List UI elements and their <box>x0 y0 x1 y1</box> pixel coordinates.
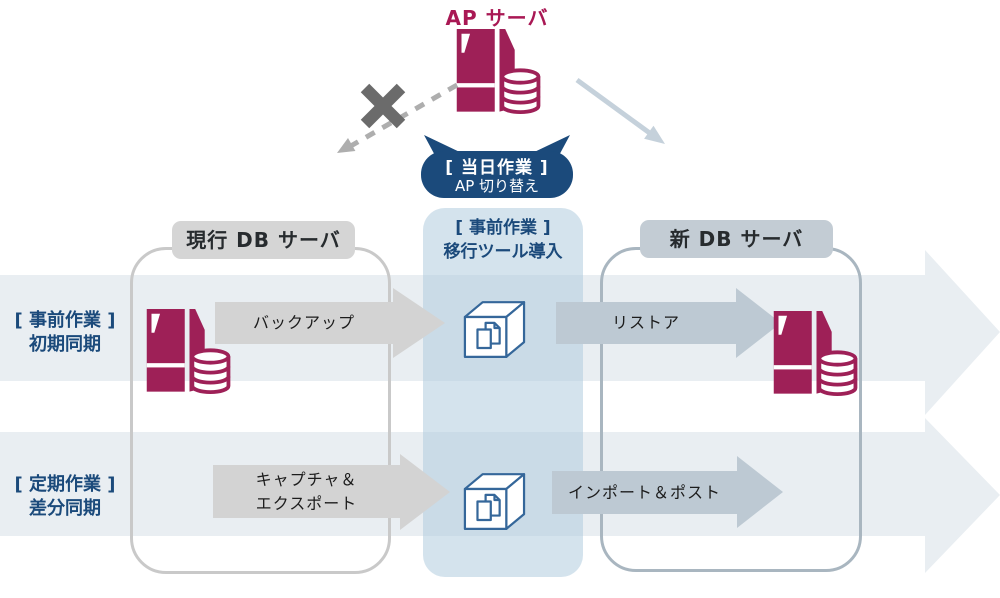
panel-label-line1: [ 事前作業 ] <box>455 218 551 238</box>
current-db-server-icon <box>144 307 231 395</box>
phase1-label-line2: 初期同期 <box>29 334 101 355</box>
ap-server-title: AP サーバ <box>445 6 549 30</box>
ap-server-icon <box>454 27 541 115</box>
restore-arrow-label: リストア <box>611 313 680 332</box>
current-db-server-title: 現行 DB サーバ <box>172 221 355 259</box>
migration-tool-cube-icon-2 <box>463 473 526 530</box>
current-db-server-box <box>130 247 391 574</box>
panel-label-line2: 移行ツール導入 <box>443 242 563 262</box>
switch-arrow-icon <box>575 77 665 144</box>
bubble-label-line1: [ 当日作業 ] <box>445 158 549 178</box>
capture-export-label-line1: キャプチャ＆ <box>255 470 358 489</box>
phase1-label-line1: [ 事前作業 ] <box>14 310 116 331</box>
day-of-work-bubble <box>421 135 573 198</box>
import-post-label: インポート＆ポスト <box>567 483 721 502</box>
x-mark-icon <box>360 83 406 129</box>
capture-export-label-line2: エクスポート <box>255 494 358 513</box>
dashed-arrow-icon <box>337 82 459 153</box>
new-db-server-icon <box>771 309 858 397</box>
new-db-server-box <box>600 247 862 572</box>
phase2-label-line2: 差分同期 <box>29 498 101 519</box>
phase2-label-line1: [ 定期作業 ] <box>14 474 116 495</box>
migration-tool-cube-icon-1 <box>463 301 526 358</box>
bubble-label-line2: AP 切り替え <box>454 177 540 195</box>
new-db-server-title: 新 DB サーバ <box>640 220 833 258</box>
backup-arrow-label: バックアップ <box>252 313 355 332</box>
